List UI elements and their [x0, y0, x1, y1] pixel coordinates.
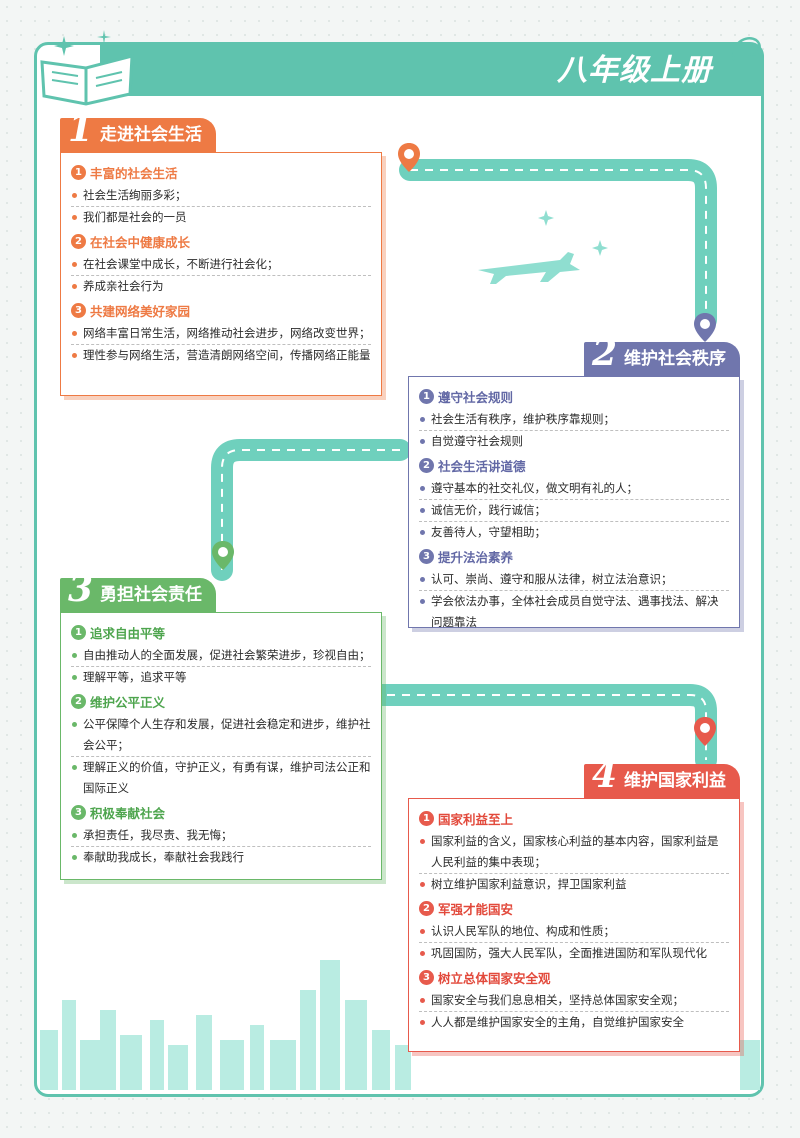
list-item: 社会生活绚丽多彩；: [71, 185, 371, 207]
unit-1-tab: 1 走进社会生活: [60, 111, 216, 154]
list-item: 遵守基本的社交礼仪，做文明有礼的人；: [419, 478, 729, 500]
list-item: 在社会课堂中成长，不断进行社会化；: [71, 254, 371, 276]
list-item: 巩固国防，强大人民军队，全面推进国防和军队现代化: [419, 943, 729, 964]
list-item: 自由推动人的全面发展，促进社会繁荣进步，珍视自由；: [71, 645, 371, 667]
list-item: 自觉遵守社会规则: [419, 431, 729, 452]
map-pin-purple-icon: [694, 313, 716, 342]
list-item: 公平保障个人生存和发展，促进社会稳定和进步，维护社会公平；: [71, 714, 371, 757]
unit-2-number: 2: [592, 332, 618, 374]
list-item: 理解平等，追求平等: [71, 667, 371, 688]
unit-3-title: 勇担社会责任: [100, 585, 202, 605]
list-item: 友善待人，守望相助；: [419, 522, 729, 543]
unit-4-title: 维护国家利益: [624, 771, 726, 791]
list-item: 国家利益的含义，国家核心利益的基本内容，国家利益是人民利益的集中表现；: [419, 831, 729, 874]
list-item: 我们都是社会的一员: [71, 207, 371, 228]
map-pin-red-icon: [694, 717, 716, 746]
list-item: 诚信无价，践行诚信；: [419, 500, 729, 522]
header-banner: [100, 44, 764, 96]
list-item: 人人都是维护国家安全的主角，自觉维护国家安全: [419, 1012, 729, 1033]
list-item: 认识人民军队的地位、构成和性质；: [419, 921, 729, 943]
open-book-icon: [40, 30, 134, 106]
unit-2-tab: 2 维护社会秩序: [584, 335, 740, 378]
unit-3-tab: 3 勇担社会责任: [60, 571, 216, 614]
list-item: 认可、崇尚、遵守和服从法律，树立法治意识；: [419, 569, 729, 591]
list-item: 理解正义的价值，守护正义，有勇有谋，维护司法公正和国际正义: [71, 757, 371, 799]
list-item: 树立维护国家利益意识，捍卫国家利益: [419, 874, 729, 895]
city-skyline: [40, 960, 760, 1090]
list-item: 国家安全与我们息息相关，坚持总体国家安全观；: [419, 990, 729, 1012]
list-item: 承担责任，我尽责、我无悔；: [71, 825, 371, 847]
list-item: 学会依法办事，全体社会成员自觉守法、遇事找法、解决问题靠法: [419, 591, 729, 633]
swirl-decoration-icon: [732, 37, 761, 61]
list-item: 养成亲社会行为: [71, 276, 371, 297]
list-item: 理性参与网络生活，营造清朗网络空间，传播网络正能量: [71, 345, 371, 366]
unit-4-number: 4: [592, 754, 618, 796]
list-item: 奉献助我成长，奉献社会我践行: [71, 847, 371, 868]
airplane-icon: [478, 252, 580, 284]
unit-1-number: 1: [68, 108, 94, 150]
list-item: 社会生活有秩序，维护秩序靠规则；: [419, 409, 729, 431]
unit-1-title: 走进社会生活: [100, 125, 202, 145]
unit-4-tab: 4 维护国家利益: [584, 757, 740, 800]
map-pin-green-icon: [212, 541, 234, 570]
unit-3-number: 3: [68, 568, 94, 610]
unit-2-title: 维护社会秩序: [624, 349, 726, 369]
map-pin-orange-icon: [398, 143, 420, 172]
list-item: 网络丰富日常生活，网络推动社会进步，网络改变世界；: [71, 323, 371, 345]
page-title: 八年级上册: [557, 53, 712, 88]
